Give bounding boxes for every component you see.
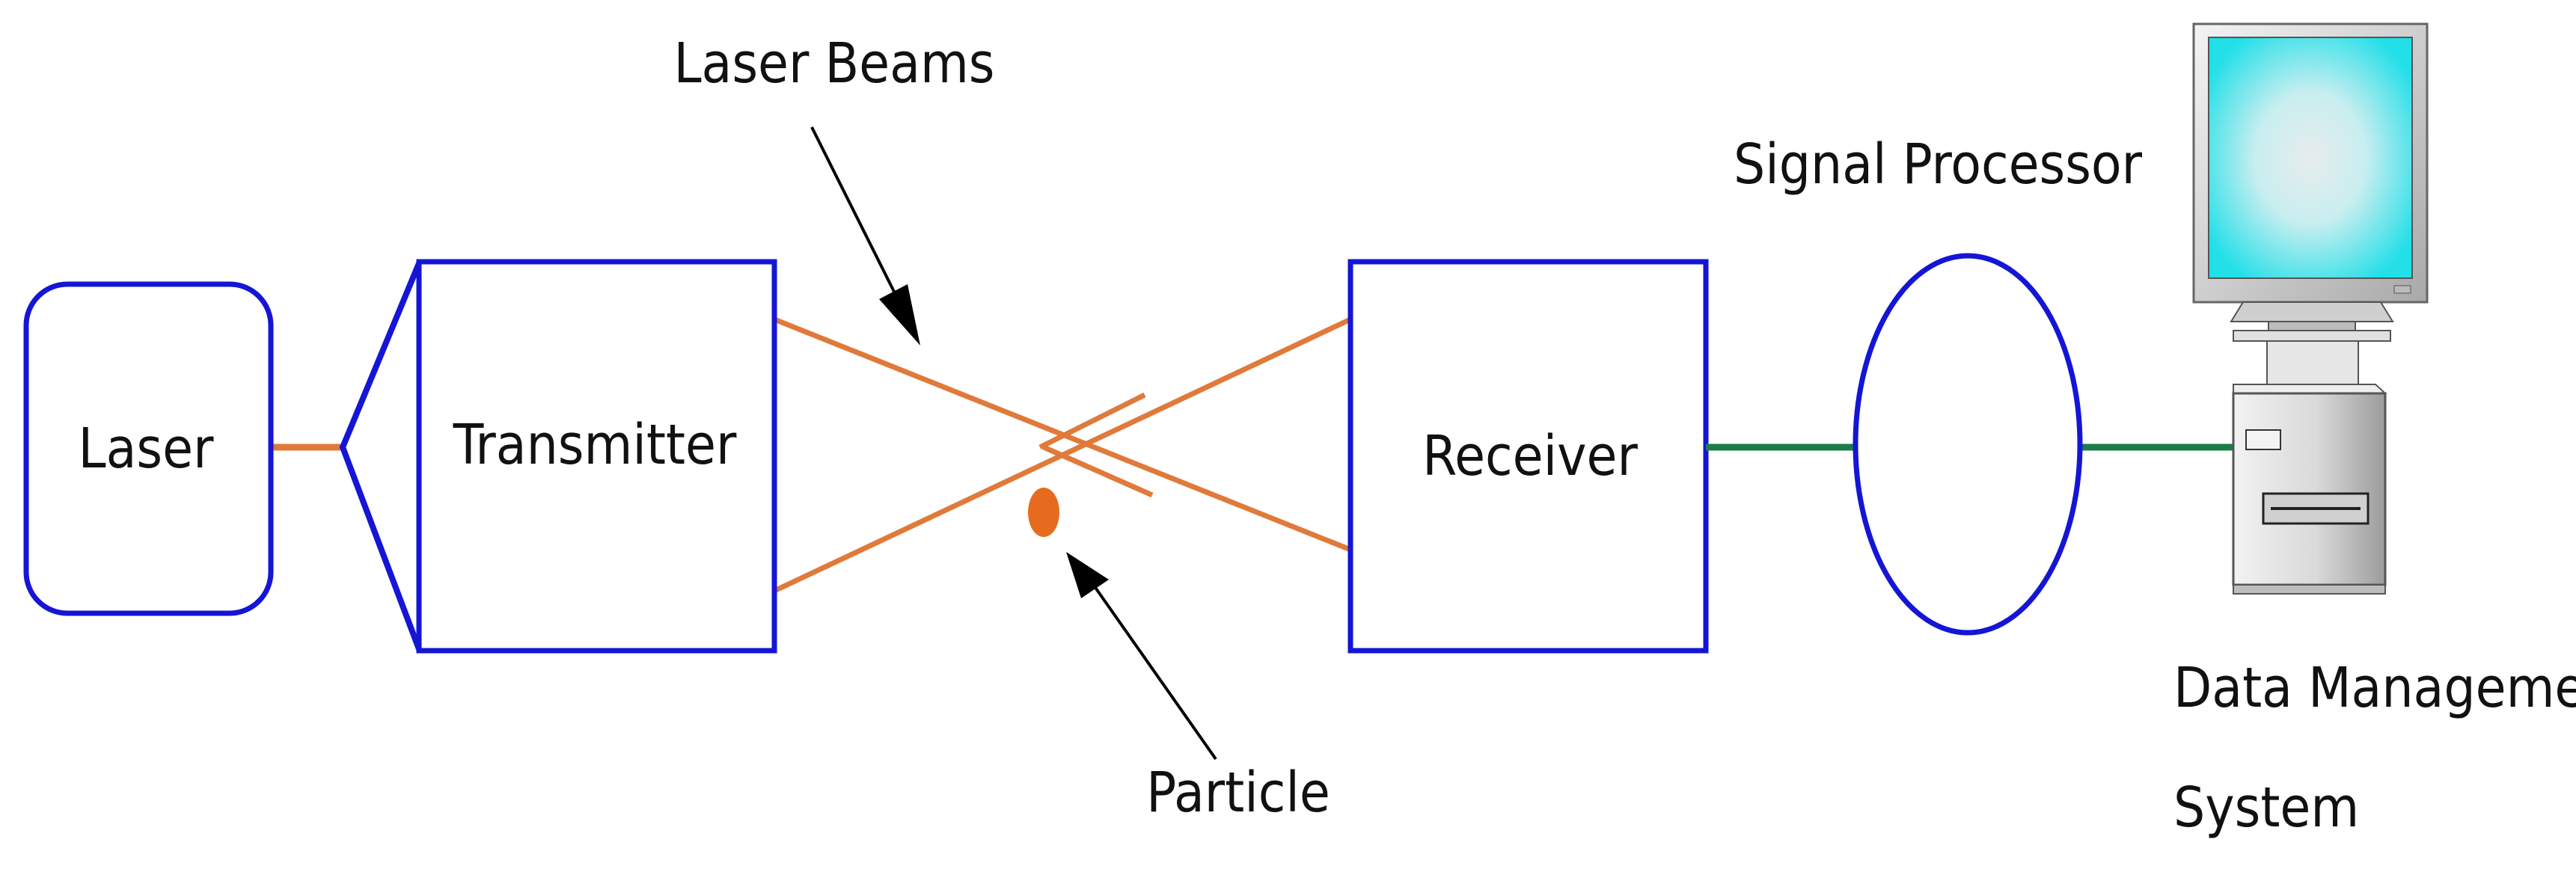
data-management-label-line2: System — [2173, 776, 2359, 840]
tower-foot — [2233, 584, 2386, 595]
receiver-box — [1347, 259, 1709, 654]
annotation-arrows — [810, 126, 1217, 761]
monitor-power-light — [2393, 285, 2411, 294]
tower-button — [2245, 429, 2281, 450]
monitor-stand-plate — [2233, 330, 2391, 342]
tower-top — [2233, 384, 2387, 394]
particle-arrow-shaft — [1091, 582, 1217, 761]
monitor-stand-base — [2230, 301, 2394, 322]
particle-arrowhead — [1066, 552, 1109, 598]
particle-dot — [1028, 488, 1059, 537]
transmitter-box — [416, 259, 777, 654]
laser-beams-label: Laser Beams — [673, 31, 994, 96]
signal-processor-label: Signal Processor — [1734, 132, 2143, 197]
laser-box — [23, 281, 274, 616]
laser-beams — [271, 316, 1352, 594]
receiver-label: Receiver — [1422, 424, 1638, 488]
laser-beams-arrow-shaft — [810, 126, 911, 322]
monitor-stand-column — [2266, 340, 2359, 385]
transmitter-label: Transmitter — [453, 413, 737, 477]
monitor-stand-neck — [2268, 321, 2356, 331]
signal-processor-circle — [1853, 253, 2083, 636]
laser-beam-reflection-lower — [1042, 444, 1154, 498]
desktop-computer-icon — [2192, 22, 2429, 595]
laser-beam-reflection — [1038, 392, 1146, 450]
laser-label: Laser — [79, 417, 215, 481]
monitor-screen — [2208, 37, 2413, 279]
tower-body — [2232, 392, 2387, 586]
particle-label: Particle — [1146, 761, 1330, 825]
transmitter-coupler — [339, 262, 422, 651]
laser-beams-arrowhead — [879, 284, 920, 346]
data-management-label-line1: Data Management — [2173, 656, 2576, 720]
